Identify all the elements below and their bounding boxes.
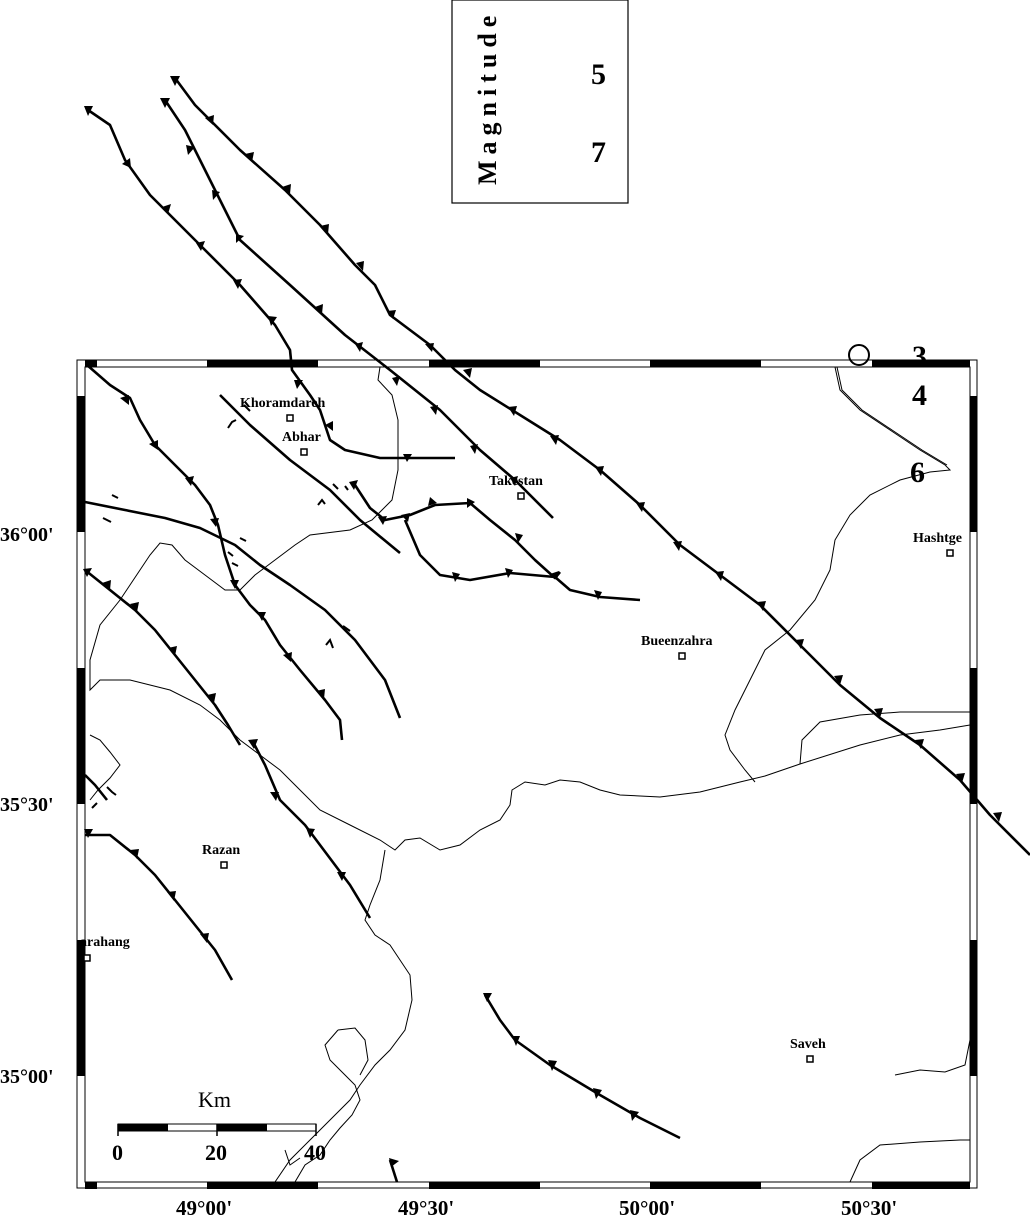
lat-label-36-00: 36°00' (0, 524, 54, 546)
legend-value-3: 3 (912, 340, 927, 373)
city-label-khoramdareh: Khoramdareh (240, 396, 326, 411)
magnitude-3-symbol (848, 344, 870, 366)
scale-tick-40: 40 (304, 1140, 326, 1165)
scale-tick-20: 20 (205, 1140, 227, 1165)
strike-slip-arrows (91, 404, 351, 809)
city-label-takestan: Takestan (489, 474, 543, 489)
city-markers (83, 414, 954, 1063)
legend-value-5: 5 (591, 58, 606, 91)
thrust-triangles (83, 76, 1002, 1167)
fault-lines (84, 77, 1030, 1183)
city-label-saveh: Saveh (790, 1037, 826, 1052)
legend-value-4: 4 (912, 379, 927, 412)
city-label-farahang: arahang (80, 935, 130, 950)
scale-unit: Km (198, 1087, 231, 1112)
city-label-abhar: Abhar (282, 430, 321, 445)
city-label-bueenzahra: Bueenzahra (641, 634, 713, 649)
scale-bar: Km 0 20 40 (112, 1087, 326, 1165)
legend-value-6: 6 (910, 456, 925, 489)
magnitude-legend: Magnitude 5 7 (451, 0, 629, 204)
legend-box (451, 0, 629, 204)
scale-tick-0: 0 (112, 1140, 123, 1165)
lon-label-50-00: 50°00' (619, 1196, 675, 1219)
city-label-hashtge: Hashtge (913, 531, 962, 546)
river-lines (89, 367, 970, 1182)
legend-title: Magnitude (473, 10, 502, 185)
lon-label-49-30: 49°30' (398, 1196, 454, 1219)
frame-bars (77, 360, 977, 1189)
lon-label-50-30: 50°30' (841, 1196, 897, 1219)
legend-value-7: 7 (591, 136, 606, 169)
city-label-razan: Razan (202, 843, 240, 858)
lon-label-49-00: 49°00' (176, 1196, 232, 1219)
lat-label-35-00: 35°00' (0, 1066, 54, 1088)
lat-label-35-30: 35°30' (0, 794, 54, 816)
